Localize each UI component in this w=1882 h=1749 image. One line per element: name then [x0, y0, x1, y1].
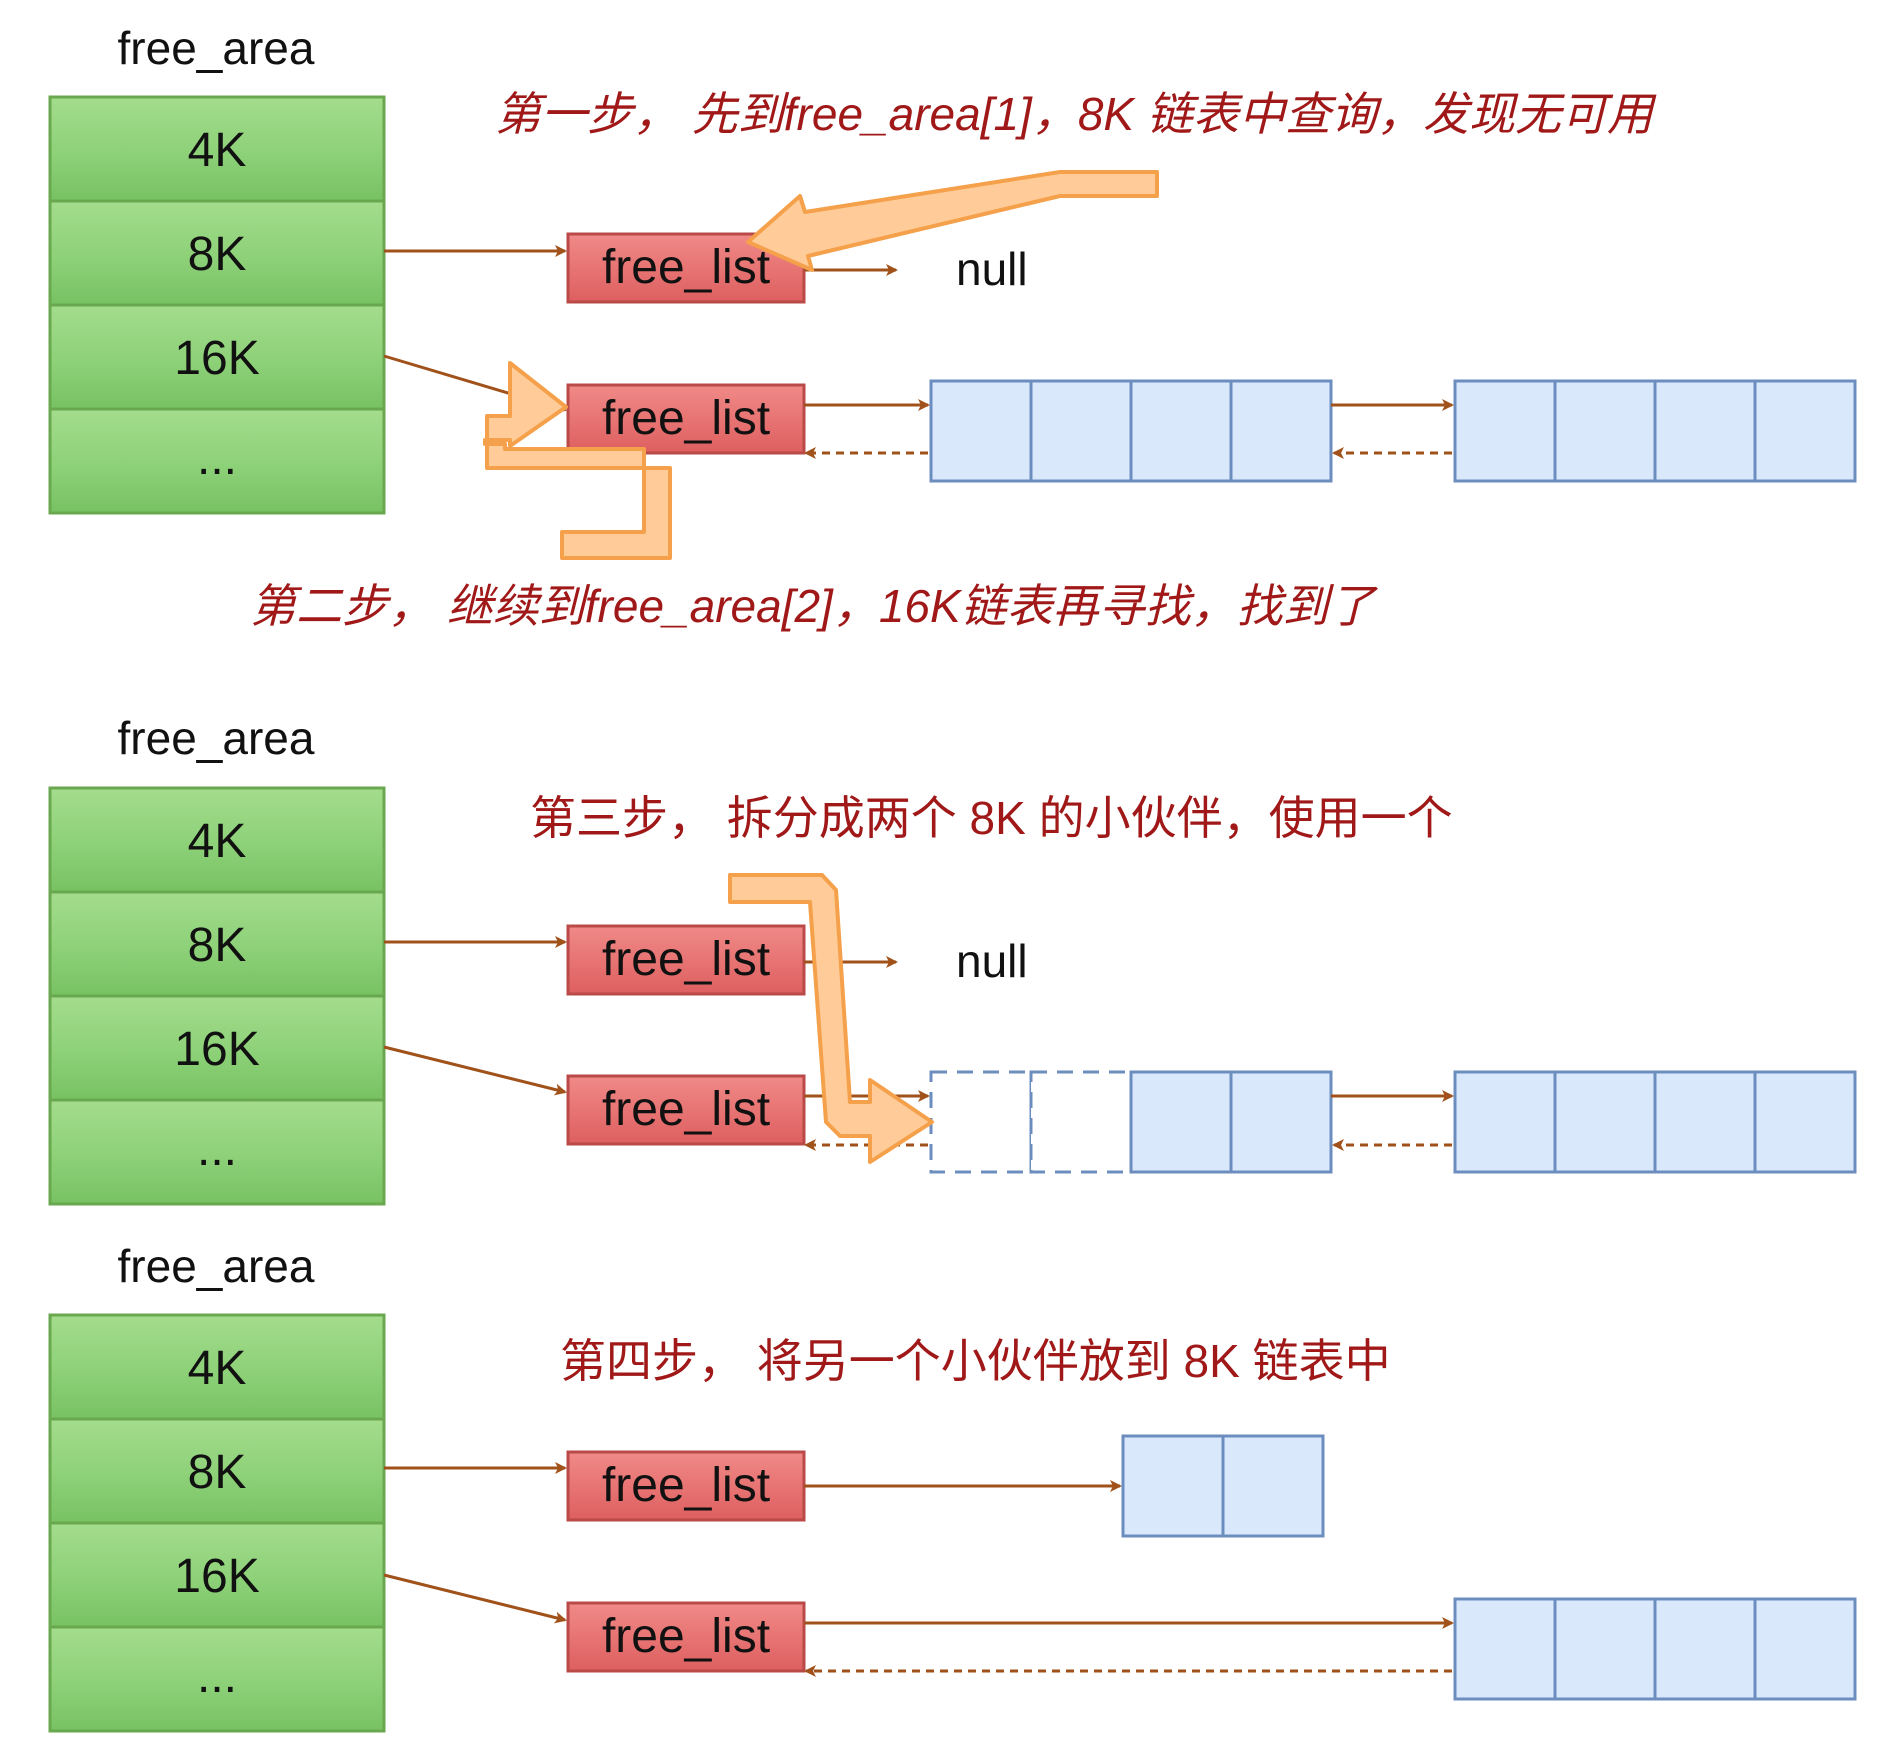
free-list-label: free_list [602, 392, 770, 445]
memory-block [1229, 1070, 1333, 1174]
link-arrow [383, 1045, 567, 1096]
area-label-16k: 16K [174, 1550, 259, 1603]
area-label-16k: 16K [174, 1023, 259, 1076]
null-label: null [956, 243, 1028, 295]
step-2-big-arrow [483, 361, 672, 560]
free-area-column: 4K 8K 16K ... [48, 1313, 386, 1733]
memory-block [1453, 379, 1557, 483]
area-label-4k: 4K [188, 1342, 247, 1395]
null-label: null [956, 935, 1028, 987]
area-label-4k: 4K [188, 815, 247, 868]
area-cell-16k [48, 303, 386, 411]
block-group-b [1453, 1597, 1857, 1701]
free-list-label: free_list [602, 1459, 770, 1512]
free-list-label: free_list [602, 1083, 770, 1136]
used-block-dashed [929, 1070, 1033, 1174]
memory-block [1453, 1070, 1557, 1174]
free-area-column: 4K 8K 16K ... [48, 786, 386, 1206]
memory-block [1129, 1070, 1233, 1174]
section-1: free_area 4K 8K 16K ... 第一步， 先到free_area… [48, 22, 1857, 632]
area-label-8k: 8K [188, 1446, 247, 1499]
free-list-box-8k [566, 924, 806, 996]
area-cell-more [48, 407, 386, 515]
memory-block [1453, 1597, 1557, 1701]
area-cell-8k [48, 199, 386, 307]
area-cell-16k [48, 1521, 386, 1629]
memory-block [1553, 379, 1657, 483]
area-cell-4k [48, 95, 386, 203]
area-label-8k: 8K [188, 919, 247, 972]
area-cell-more [48, 1098, 386, 1206]
block-group-b [1453, 379, 1857, 483]
free-list-box-16k [566, 383, 806, 455]
area-cell-more [48, 1625, 386, 1733]
used-block-dashed [1029, 1070, 1133, 1174]
memory-block [929, 379, 1033, 483]
free-area-title: free_area [118, 1240, 315, 1292]
memory-block [1653, 1070, 1757, 1174]
memory-block [1221, 1434, 1325, 1538]
free-area-column: 4K 8K 16K ... [48, 95, 386, 515]
memory-block [1653, 379, 1757, 483]
memory-block [1653, 1597, 1757, 1701]
free-list-box-16k [566, 1601, 806, 1673]
memory-block [1753, 1597, 1857, 1701]
area-label-4k: 4K [188, 124, 247, 177]
section-3: free_area 4K 8K 16K ... 第四步， 将另一个小伙伴放到 8… [48, 1240, 1857, 1733]
step-1-big-arrow [746, 170, 1159, 272]
section-2: free_area 4K 8K 16K ... 第三步， 拆分成两个 8K 的小… [48, 712, 1857, 1206]
memory-block [1229, 379, 1333, 483]
step-3-text: 第三步， 拆分成两个 8K 的小伙伴，使用一个 [530, 792, 1453, 844]
area-label-8k: 8K [188, 228, 247, 281]
step-2-text: 第二步， 继续到free_area[2]，16K链表再寻找，找到了 [250, 580, 1379, 632]
area-label-more: ... [197, 1123, 237, 1176]
free-list-box-8k [566, 1450, 806, 1522]
area-label-more: ... [197, 1650, 237, 1703]
memory-block [1121, 1434, 1225, 1538]
area-cell-8k [48, 890, 386, 998]
memory-block [1029, 379, 1133, 483]
area-label-more: ... [197, 432, 237, 485]
area-label-16k: 16K [174, 332, 259, 385]
memory-block [1553, 1070, 1657, 1174]
free-list-label: free_list [602, 933, 770, 986]
link-arrow [383, 1573, 567, 1624]
step-1-text: 第一步， 先到free_area[1]，8K 链表中查询，发现无可用 [495, 88, 1657, 140]
free-area-title: free_area [118, 712, 315, 764]
free-list-label: free_list [602, 241, 770, 294]
step-3-big-arrow [728, 873, 934, 1164]
block-group-b [1453, 1070, 1857, 1174]
free-list-label: free_list [602, 1610, 770, 1663]
free-area-title: free_area [118, 22, 315, 74]
step-4-text: 第四步， 将另一个小伙伴放到 8K 链表中 [560, 1335, 1391, 1387]
memory-block [1553, 1597, 1657, 1701]
memory-block [1753, 379, 1857, 483]
block-group-8k [1121, 1434, 1325, 1538]
memory-block [1753, 1070, 1857, 1174]
block-group-a [929, 379, 1333, 483]
free-list-box-16k [566, 1074, 806, 1146]
memory-block [1129, 379, 1233, 483]
block-group-split [929, 1070, 1333, 1174]
